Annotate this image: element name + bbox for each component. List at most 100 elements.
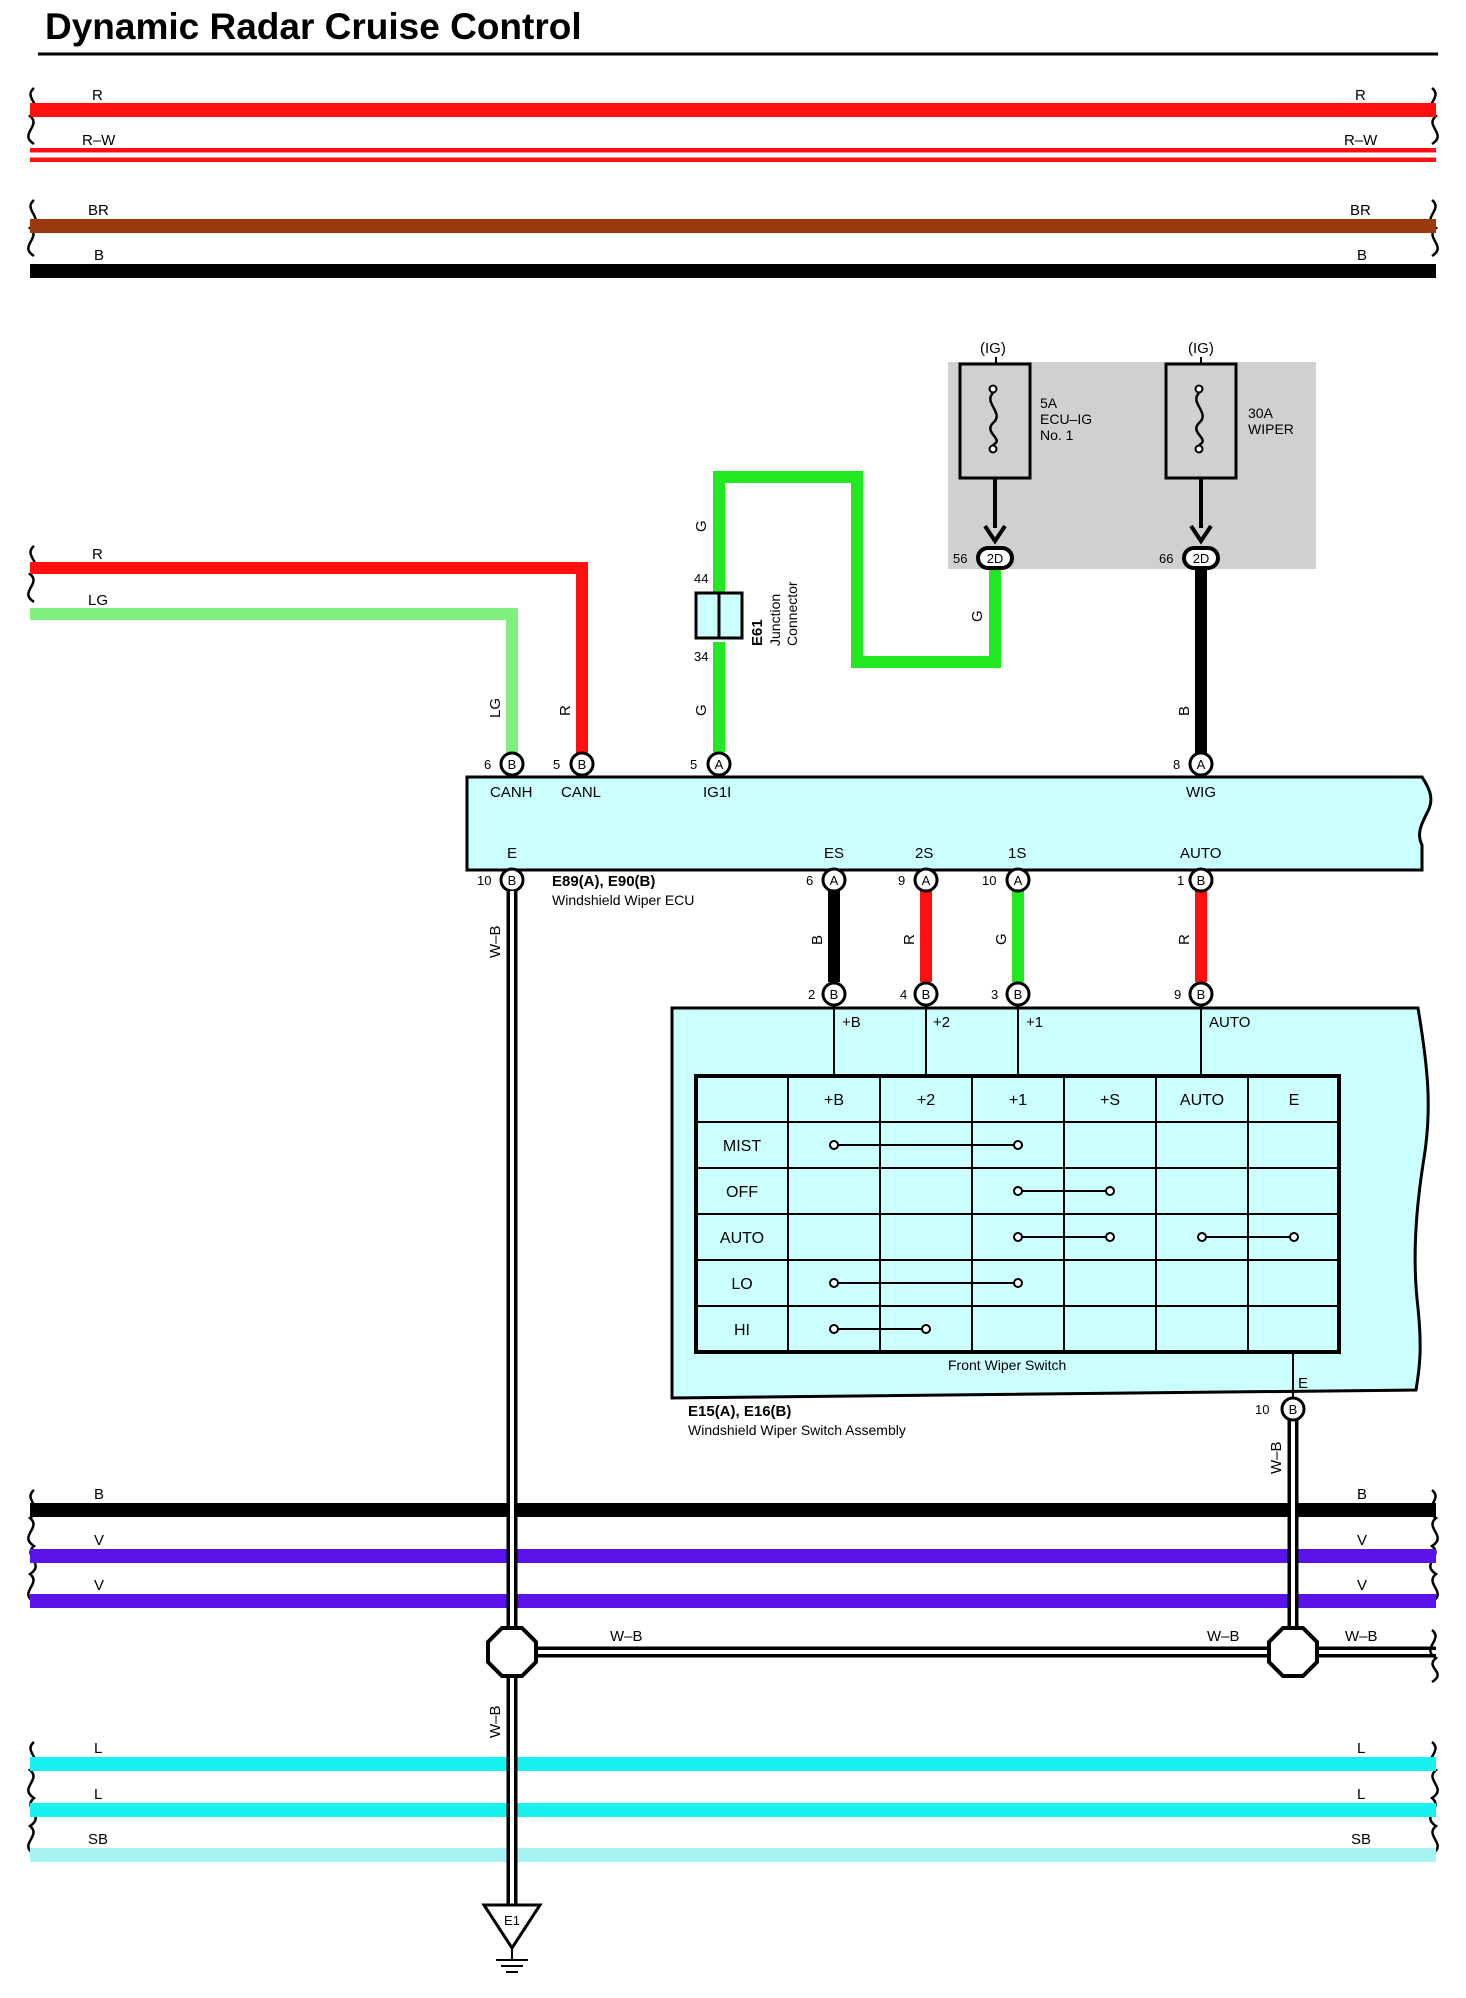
wire-color-label: W–B xyxy=(1345,1628,1378,1645)
wire-color-label: W–B xyxy=(487,1705,504,1738)
bottom-bus: L L L L SB SB xyxy=(27,1740,1439,1862)
junction-name: Junction xyxy=(767,594,783,646)
fuse-name: WIPER xyxy=(1248,421,1294,437)
bus-label: R–W xyxy=(82,132,116,149)
connector-pin: 2D xyxy=(1182,546,1220,570)
connection-dot xyxy=(829,1278,839,1288)
terminal-label: CANL xyxy=(561,784,601,801)
switch-internal-leads xyxy=(833,1005,1294,1398)
connector-pin: B xyxy=(1188,867,1214,893)
bus-label: R xyxy=(92,546,103,563)
fuse-rating: 5A xyxy=(1040,395,1058,411)
junction-id: E61 xyxy=(749,619,766,646)
connection-dot xyxy=(829,1140,839,1150)
bus-label: R xyxy=(1355,87,1366,104)
wiper-switch-assembly xyxy=(670,1006,1430,1400)
svg-text:B: B xyxy=(578,757,587,772)
connection-dot xyxy=(1013,1140,1023,1150)
terminal-label: WIG xyxy=(1186,784,1216,801)
junction-connector-icon xyxy=(694,591,744,640)
bus-label: SB xyxy=(88,1831,108,1848)
switch-id: E15(A), E16(B) xyxy=(688,1403,791,1420)
switch-connection xyxy=(1197,1232,1299,1242)
bus-label: B xyxy=(1357,1486,1367,1503)
bus-label: LG xyxy=(88,592,108,609)
terminal-label: +B xyxy=(842,1014,861,1031)
bus-label: R xyxy=(92,87,103,104)
pin-number: 44 xyxy=(694,571,708,586)
pin-number: 56 xyxy=(953,551,967,566)
terminal-label: AUTO xyxy=(1209,1014,1250,1031)
splice-point xyxy=(1267,1626,1319,1678)
ecu-top-pins: B B A A xyxy=(499,751,1214,777)
wire-g-ig1i xyxy=(713,471,1001,752)
pin-number: 5 xyxy=(690,757,697,772)
bus-label: B xyxy=(94,1486,104,1503)
svg-text:B: B xyxy=(1197,987,1206,1002)
bus-label: L xyxy=(1357,1740,1365,1757)
connector-pin: B xyxy=(1280,1396,1306,1422)
pin-number: 9 xyxy=(1174,987,1181,1002)
ground-id: E1 xyxy=(504,1913,520,1928)
switch-connection xyxy=(1013,1186,1115,1196)
pin-number: 5 xyxy=(553,757,560,772)
switch-connection xyxy=(829,1278,1023,1288)
svg-text:B: B xyxy=(1289,1402,1298,1417)
terminal-label: CANH xyxy=(490,784,533,801)
connector-pin: 2D xyxy=(976,546,1014,570)
bus-label: L xyxy=(94,1740,102,1757)
pin-number: 10 xyxy=(1255,1402,1269,1417)
pin-number: 6 xyxy=(484,757,491,772)
connection-dot xyxy=(1105,1186,1115,1196)
bus-label: V xyxy=(1357,1532,1367,1549)
top-bus: R R R–W R–W BR BR B B xyxy=(27,87,1439,278)
svg-text:B: B xyxy=(922,987,931,1002)
terminal-label: 1S xyxy=(1008,845,1026,862)
connection-dot xyxy=(1197,1232,1207,1242)
bus-label: V xyxy=(94,1532,104,1549)
svg-text:B: B xyxy=(508,873,517,888)
wire-color-label: G xyxy=(993,933,1010,945)
bus-label: L xyxy=(1357,1786,1365,1803)
wire-color-label: B xyxy=(809,935,826,945)
connector-pin: B xyxy=(1188,981,1214,1007)
connector-pin: B xyxy=(913,981,939,1007)
connection-dot xyxy=(1013,1232,1023,1242)
wire-color-label: LG xyxy=(487,698,504,718)
wire-color-label: B xyxy=(1176,706,1193,716)
page-title: Dynamic Radar Cruise Control xyxy=(45,6,582,47)
pin-number: 2 xyxy=(808,987,815,1002)
pin-number: 10 xyxy=(982,873,996,888)
bus-label: BR xyxy=(88,202,109,219)
side-wires xyxy=(27,545,588,754)
bus-label: L xyxy=(94,1786,102,1803)
table-row-header: AUTO xyxy=(720,1230,764,1247)
svg-text:B: B xyxy=(1197,873,1206,888)
connection-dot xyxy=(1013,1186,1023,1196)
fuse-supply-label: (IG) xyxy=(1188,340,1214,357)
wire-color-label: W–B xyxy=(610,1628,643,1645)
connector-pin: A xyxy=(1188,751,1214,777)
wire-color-label: G xyxy=(969,610,986,622)
bus-label: B xyxy=(94,247,104,264)
table-grid xyxy=(696,1076,1339,1352)
svg-text:B: B xyxy=(508,757,517,772)
wire-color-label: W–B xyxy=(1268,1441,1285,1474)
switch-subname: Front Wiper Switch xyxy=(948,1357,1066,1373)
ecu-id: E89(A), E90(B) xyxy=(552,873,655,890)
pin-number: 1 xyxy=(1177,873,1184,888)
fuse-name: ECU–IG xyxy=(1040,411,1092,427)
table-col-header: +1 xyxy=(1009,1092,1027,1109)
table-row-header: MIST xyxy=(723,1138,761,1155)
bus-label: BR xyxy=(1350,202,1371,219)
connection-dot xyxy=(1105,1232,1115,1242)
terminal-label: +1 xyxy=(1026,1014,1043,1031)
fuse-box: (IG) (IG) 5A ECU–IG No. 1 2D 56 30A WIPE… xyxy=(948,340,1316,570)
pin-number: 66 xyxy=(1159,551,1173,566)
connector-pin: B xyxy=(499,867,525,893)
connection-dot xyxy=(829,1324,839,1334)
wire-color-label: G xyxy=(693,704,710,716)
svg-text:A: A xyxy=(1014,873,1023,888)
connector-pin: B xyxy=(569,751,595,777)
